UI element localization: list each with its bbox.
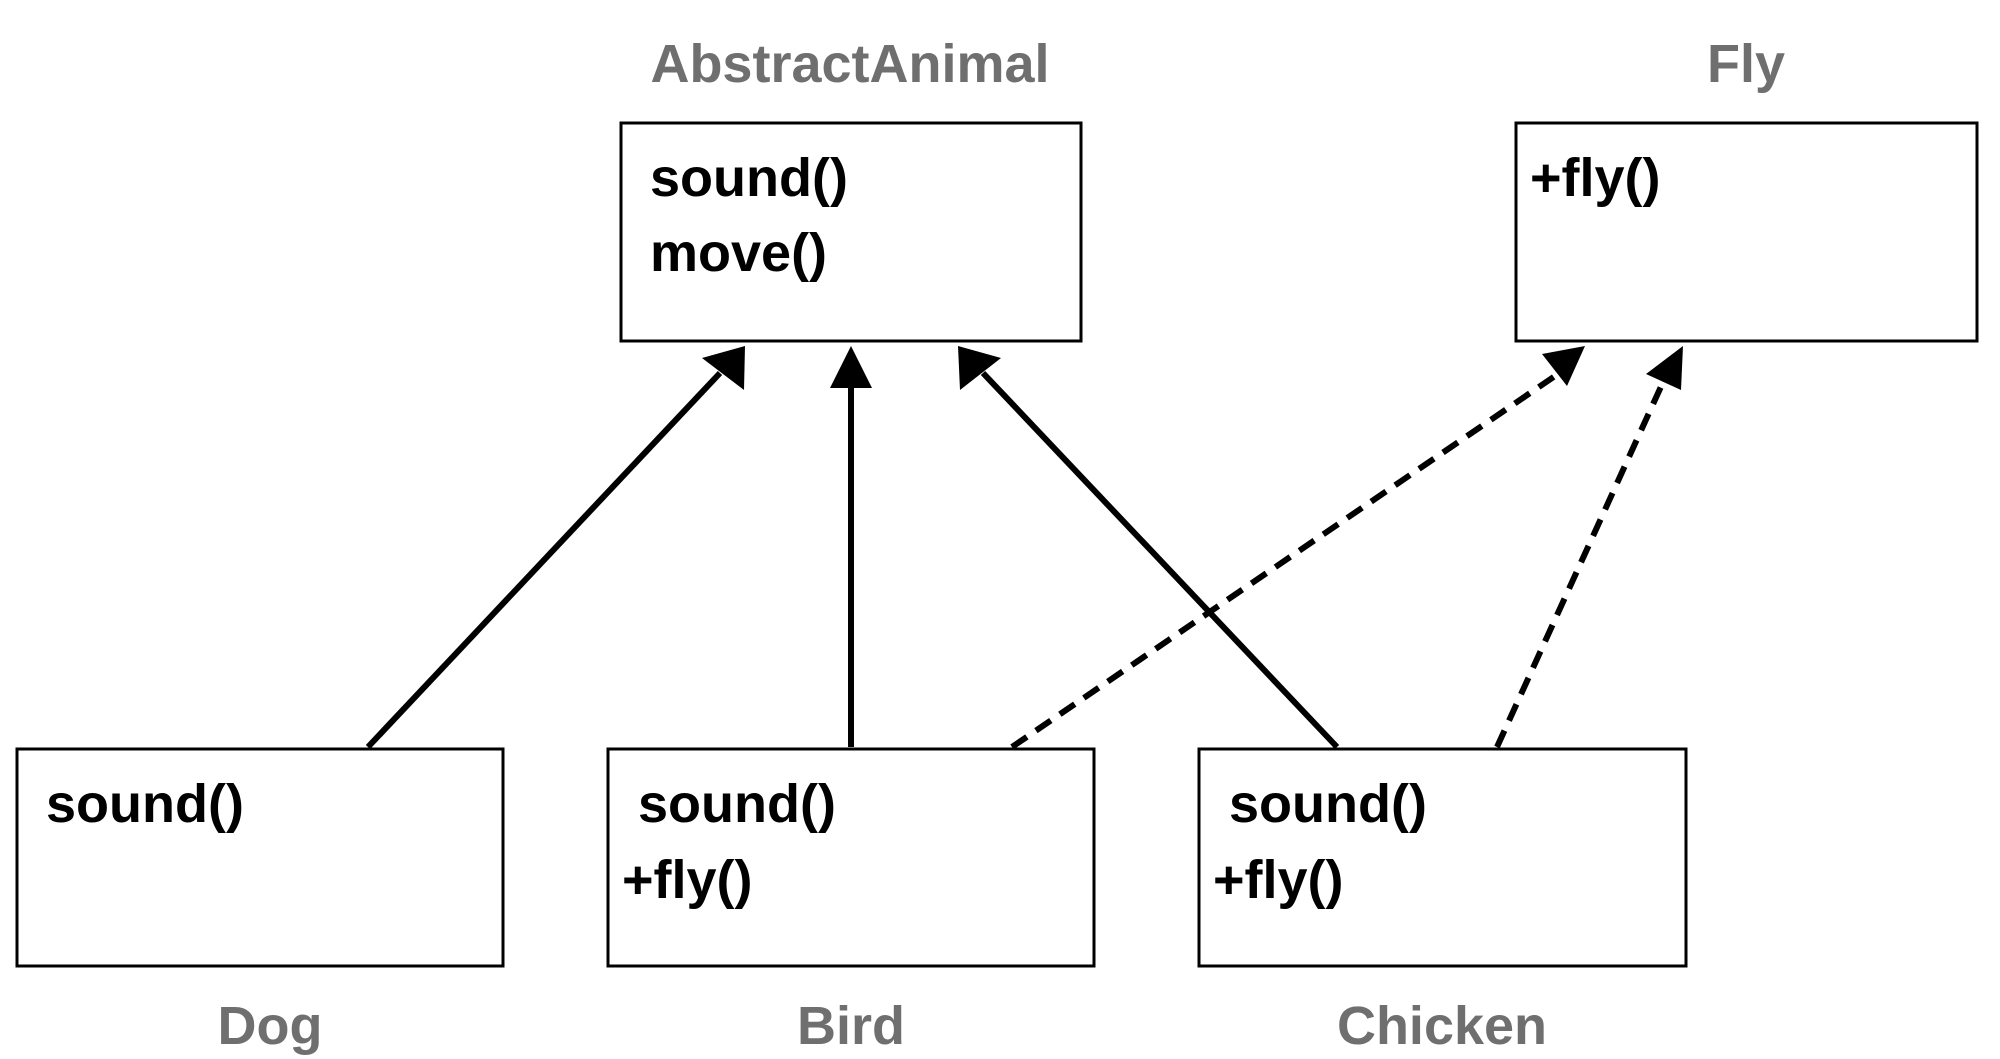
class-name-fly: Fly bbox=[1707, 34, 1785, 94]
class-box-fly bbox=[1514, 121, 1979, 343]
class-bird: sound() +fly() Bird bbox=[606, 747, 1096, 1056]
class-name-dog: Dog bbox=[218, 996, 323, 1056]
class-box-bird bbox=[606, 747, 1096, 968]
method-fly-fly: +fly() bbox=[1530, 148, 1661, 208]
method-bird-sound: sound() bbox=[638, 774, 836, 834]
class-box-dog bbox=[15, 747, 505, 968]
method-chicken-fly: +fly() bbox=[1213, 850, 1344, 910]
class-box-chicken bbox=[1197, 747, 1688, 968]
method-bird-fly: +fly() bbox=[622, 850, 753, 910]
method-dog-sound: sound() bbox=[46, 774, 244, 834]
method-abstractanimal-move: move() bbox=[650, 223, 827, 283]
edge-bird-to-fly bbox=[1010, 346, 1585, 750]
class-name-abstractanimal: AbstractAnimal bbox=[650, 34, 1049, 94]
class-dog: sound() Dog bbox=[15, 747, 505, 1056]
class-name-chicken: Chicken bbox=[1337, 996, 1547, 1056]
class-box-abstractanimal bbox=[619, 121, 1083, 343]
method-chicken-sound: sound() bbox=[1229, 774, 1427, 834]
class-name-bird: Bird bbox=[797, 996, 905, 1056]
class-chicken: sound() +fly() Chicken bbox=[1197, 747, 1688, 1056]
class-fly: Fly +fly() bbox=[1514, 34, 1979, 343]
class-abstractanimal: AbstractAnimal sound() move() bbox=[619, 34, 1083, 343]
method-abstractanimal-sound: sound() bbox=[650, 148, 848, 208]
edge-chicken-to-abstractanimal bbox=[958, 346, 1340, 750]
edge-dog-to-abstractanimal bbox=[365, 346, 745, 750]
edge-chicken-to-fly bbox=[1494, 346, 1683, 749]
edge-bird-to-abstractanimal bbox=[830, 346, 872, 747]
